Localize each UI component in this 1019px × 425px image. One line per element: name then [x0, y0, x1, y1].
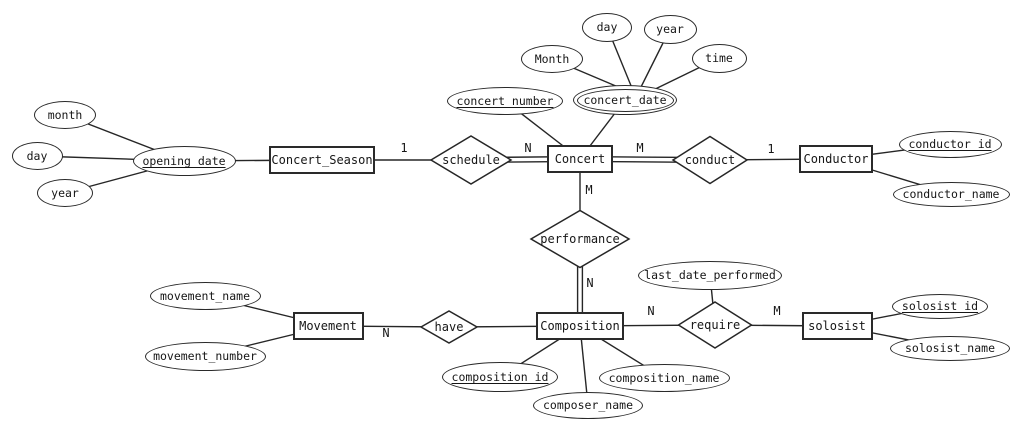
cardinality-label: 1 — [767, 142, 775, 156]
attribute-concert-number: concert_number — [447, 87, 563, 115]
attribute-opening-date: opening_date — [132, 146, 236, 176]
attribute-day-l: day — [11, 142, 63, 170]
relationship-performance-label: performance — [540, 232, 620, 246]
attribute-label: opening_date — [142, 154, 226, 168]
cardinality-label: M — [636, 141, 644, 155]
attribute-time: time — [691, 43, 747, 73]
cardinality-label: N — [647, 304, 655, 318]
attribute-day-t: day — [582, 12, 632, 42]
attribute-label: composer_name — [542, 398, 633, 412]
relationship-schedule-diamond — [429, 135, 513, 185]
attribute-label: Month — [534, 52, 570, 66]
attribute-year-l: year — [37, 179, 93, 207]
attribute-label: composition_id — [451, 370, 549, 384]
attribute-conductor-id: conductor_id — [898, 130, 1002, 158]
attribute-label: conductor_id — [908, 137, 992, 151]
attribute-label: time — [705, 51, 733, 65]
attribute-label: year — [656, 22, 684, 36]
relationship-conduct-diamond — [671, 135, 749, 185]
attribute-month-t: Month — [521, 45, 583, 73]
relationship-conduct-label: conduct — [684, 153, 736, 167]
attribute-label: conductor_name — [902, 187, 1000, 201]
attribute-label: movement_name — [159, 289, 250, 303]
entity-label: Composition — [540, 319, 620, 333]
relationship-require-diamond — [677, 301, 753, 349]
cardinality-label: M — [585, 183, 593, 197]
attribute-month: month — [34, 101, 96, 129]
attribute-label: concert_number — [456, 94, 554, 108]
attribute-last-date-performed: last_date_performed — [638, 260, 782, 290]
entity-movement: Movement — [292, 312, 364, 340]
entity-label: Concert_Season — [271, 153, 373, 167]
attribute-conductor-name: conductor_name — [892, 181, 1010, 207]
relationship-schedule-label: schedule — [442, 153, 500, 167]
attribute-label: concert_date — [583, 93, 667, 107]
entity-concert-season: Concert_Season — [269, 146, 375, 174]
relationship-have-label: have — [434, 320, 464, 334]
relationship-require-label: require — [689, 318, 741, 332]
attribute-label: solosist_id — [901, 299, 979, 313]
entity-solosist: solosist — [801, 312, 873, 340]
attribute-label: year — [51, 186, 79, 200]
attribute-label: movement_number — [153, 349, 257, 363]
cardinality-label: 1 — [400, 141, 408, 155]
entity-label: Concert — [554, 152, 606, 166]
attribute-label: solosist_name — [904, 341, 995, 355]
attribute-composer-name: composer_name — [533, 391, 643, 419]
entity-composition: Composition — [536, 312, 624, 340]
relationship-performance-diamond — [529, 209, 631, 269]
attribute-year-t: year — [643, 14, 697, 44]
attribute-movement-name: movement_name — [149, 282, 261, 310]
cardinality-label: N — [382, 326, 390, 340]
cardinality-label: M — [773, 304, 781, 318]
cardinality-label: N — [524, 141, 532, 155]
attribute-composition-id: composition_id — [442, 362, 558, 392]
attribute-label: month — [47, 108, 83, 122]
attribute-label: day — [596, 20, 618, 34]
attribute-solosist-id: solosist_id — [892, 293, 988, 319]
attribute-label: last_date_performed — [644, 268, 776, 282]
cardinality-label: N — [586, 276, 594, 290]
entity-conductor: Conductor — [799, 145, 873, 173]
attribute-movement-number: movement_number — [144, 341, 266, 371]
entity-label: Movement — [299, 319, 357, 333]
entity-label: Conductor — [803, 152, 869, 166]
entity-concert: Concert — [547, 145, 613, 173]
attribute-solosist-name: solosist_name — [890, 335, 1010, 361]
entity-label: solosist — [808, 319, 866, 333]
relationship-have-diamond — [419, 310, 479, 344]
attribute-label: composition_name — [608, 371, 720, 385]
attribute-concert-date: concert_date — [573, 85, 677, 115]
attribute-label: day — [26, 149, 48, 163]
attribute-composition-name: composition_name — [598, 364, 730, 392]
